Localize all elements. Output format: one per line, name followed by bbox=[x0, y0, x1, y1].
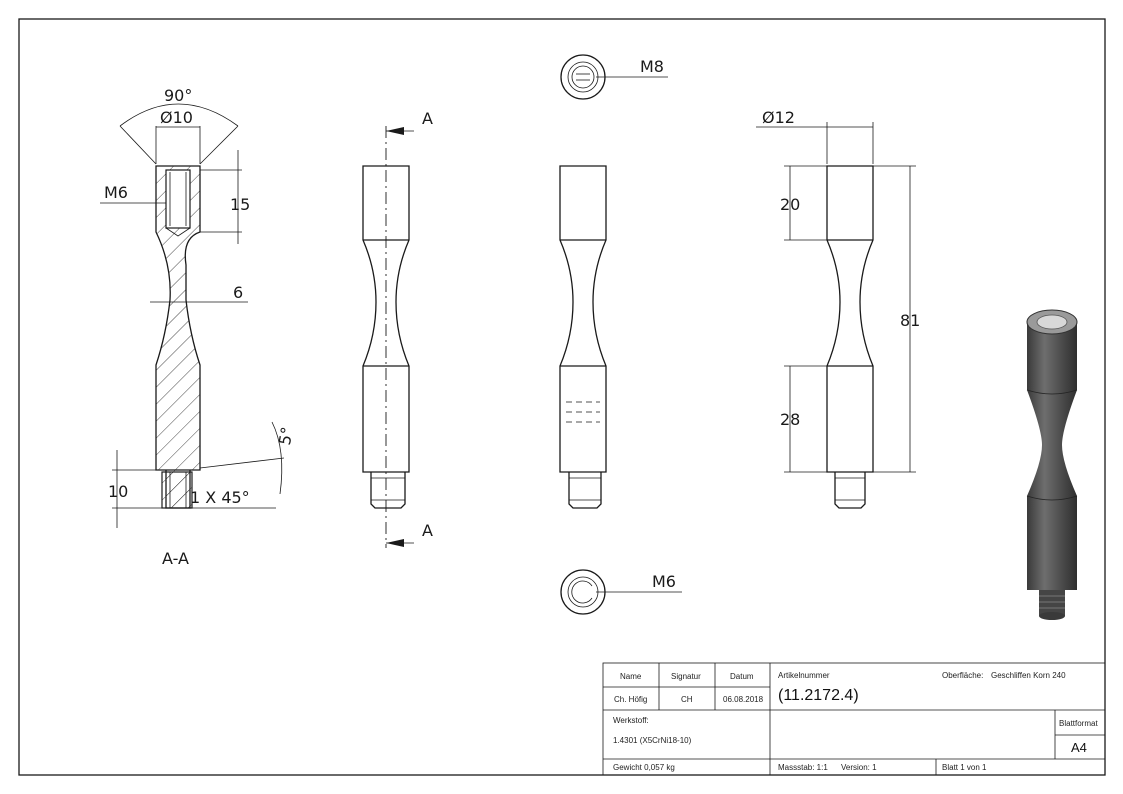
waist-6-label: 6 bbox=[233, 283, 243, 302]
side-body bbox=[826, 165, 874, 473]
middle-body bbox=[559, 165, 607, 473]
blattformat-label: Blattformat bbox=[1059, 719, 1098, 728]
section-marker-top: A bbox=[422, 109, 433, 128]
gewicht-label: Gewicht 0,057 kg bbox=[613, 763, 675, 772]
total-length-81-label: 81 bbox=[900, 311, 920, 330]
diameter-12-label: Ø12 bbox=[762, 108, 795, 127]
header-datum: Datum bbox=[730, 672, 754, 681]
side-view: Ø12 20 28 81 bbox=[756, 108, 920, 509]
drawing-border bbox=[18, 18, 1106, 776]
name-value: Ch. Höfig bbox=[614, 695, 647, 704]
header-signatur: Signatur bbox=[671, 672, 701, 681]
thread-pin bbox=[161, 471, 193, 509]
thread-m6-top-label: M6 bbox=[104, 183, 128, 202]
oberflaeche-label: Oberfläche: bbox=[942, 671, 983, 680]
oberflaeche-value: Geschliffen Korn 240 bbox=[991, 671, 1066, 680]
title-block: Name Signatur Datum Ch. Höfig CH 06.08.2… bbox=[602, 662, 1106, 776]
middle-view bbox=[559, 165, 607, 509]
version-label: Version: 1 bbox=[841, 763, 877, 772]
angle-label: 90° bbox=[164, 86, 192, 105]
blattformat-value: A4 bbox=[1071, 740, 1087, 755]
thread-m6-bottom-label: M6 bbox=[652, 572, 676, 591]
pin-length-label: 10 bbox=[108, 482, 128, 501]
chamfer-label: 1 X 45° bbox=[190, 488, 250, 507]
diameter-10-label: Ø10 bbox=[160, 108, 193, 127]
werkstoff-value: 1.4301 (X5CrNi18-10) bbox=[613, 736, 692, 745]
signatur-value: CH bbox=[681, 695, 693, 704]
artikel-value: (11.2172.4) bbox=[778, 687, 859, 704]
header-name: Name bbox=[620, 672, 642, 681]
front-view: A A bbox=[362, 109, 433, 548]
section-title: A-A bbox=[162, 549, 189, 568]
massstab-label: Massstab: 1:1 bbox=[778, 763, 828, 772]
top-length-20-label: 20 bbox=[780, 195, 800, 214]
artikel-label: Artikelnummer bbox=[778, 671, 830, 680]
section-view: 90° Ø10 M6 15 6 5° 10 1 X 45° A-A bbox=[100, 86, 297, 568]
section-body bbox=[155, 165, 201, 509]
blatt-label: Blatt 1 von 1 bbox=[942, 763, 987, 772]
part-render bbox=[1026, 309, 1078, 620]
datum-value: 06.08.2018 bbox=[723, 695, 764, 704]
chamfer-angle-label: 5° bbox=[275, 425, 297, 446]
section-marker-bottom: A bbox=[422, 521, 433, 540]
front-body bbox=[362, 165, 410, 473]
bottom-detail-m6: M6 bbox=[560, 569, 682, 615]
bottom-length-28-label: 28 bbox=[780, 410, 800, 429]
thread-m8-label: M8 bbox=[640, 57, 664, 76]
depth-15-label: 15 bbox=[230, 195, 250, 214]
werkstoff-label: Werkstoff: bbox=[613, 716, 649, 725]
top-detail-m8: M8 bbox=[560, 54, 668, 100]
